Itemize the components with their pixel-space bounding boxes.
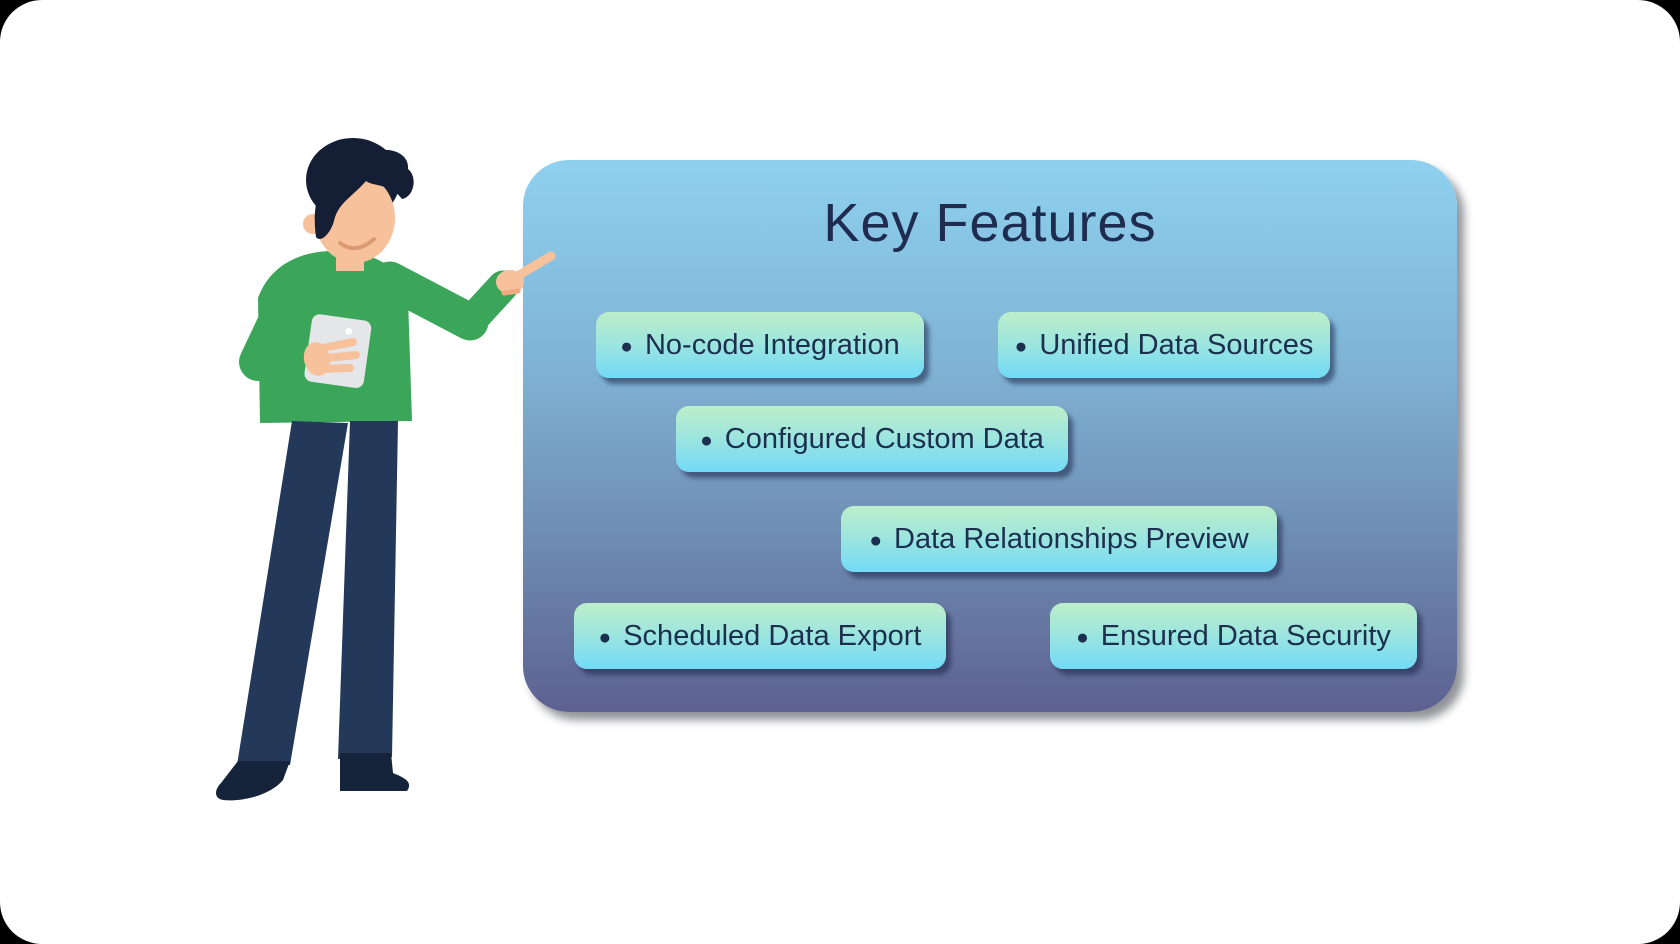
tablet-camera-dot bbox=[345, 327, 353, 335]
presenter-finger-3 bbox=[315, 364, 354, 373]
feature-label: No-code Integration bbox=[644, 328, 900, 361]
feature-pill: ● Ensured Data Security bbox=[1050, 603, 1417, 669]
bullet-icon: ● bbox=[700, 428, 713, 452]
feature-pill: ● Unified Data Sources bbox=[998, 312, 1330, 378]
presenter-hair-front bbox=[314, 149, 414, 240]
bullet-icon: ● bbox=[598, 625, 612, 649]
presenter-left-shoe bbox=[216, 761, 290, 801]
presenter-mouth bbox=[338, 237, 376, 251]
presenter-hand-detail bbox=[501, 288, 521, 296]
bullet-icon: ● bbox=[869, 528, 883, 552]
presenter-illustration bbox=[216, 138, 556, 801]
presenter-right-leg bbox=[338, 421, 398, 759]
feature-pill: ● No-code Integration bbox=[596, 312, 924, 378]
presenter-pointing-finger bbox=[509, 251, 556, 283]
presenter-right-shoe bbox=[340, 753, 410, 791]
feature-pill: ● Scheduled Data Export bbox=[574, 603, 946, 669]
presenter-right-forearm bbox=[454, 270, 519, 338]
feature-pill: ● Configured Custom Data bbox=[676, 406, 1068, 472]
feature-label: Data Relationships Preview bbox=[894, 522, 1249, 555]
key-features-panel: Key Features ● No-code Integration ● Unifie… bbox=[523, 160, 1457, 712]
feature-label: Unified Data Sources bbox=[1039, 328, 1314, 361]
feature-label: Ensured Data Security bbox=[1100, 619, 1391, 652]
bullet-icon: ● bbox=[620, 334, 633, 358]
presenter-finger-1 bbox=[314, 338, 357, 353]
panel-title: Key Features bbox=[823, 193, 1157, 253]
feature-pill: ● Data Relationships Preview bbox=[841, 506, 1277, 572]
feature-label: Configured Custom Data bbox=[724, 422, 1044, 455]
bullet-icon: ● bbox=[1076, 625, 1089, 649]
bullet-icon: ● bbox=[1014, 334, 1028, 358]
presenter-finger-2 bbox=[313, 351, 360, 363]
presenter-left-leg bbox=[237, 421, 348, 765]
feature-label: Scheduled Data Export bbox=[623, 619, 922, 652]
